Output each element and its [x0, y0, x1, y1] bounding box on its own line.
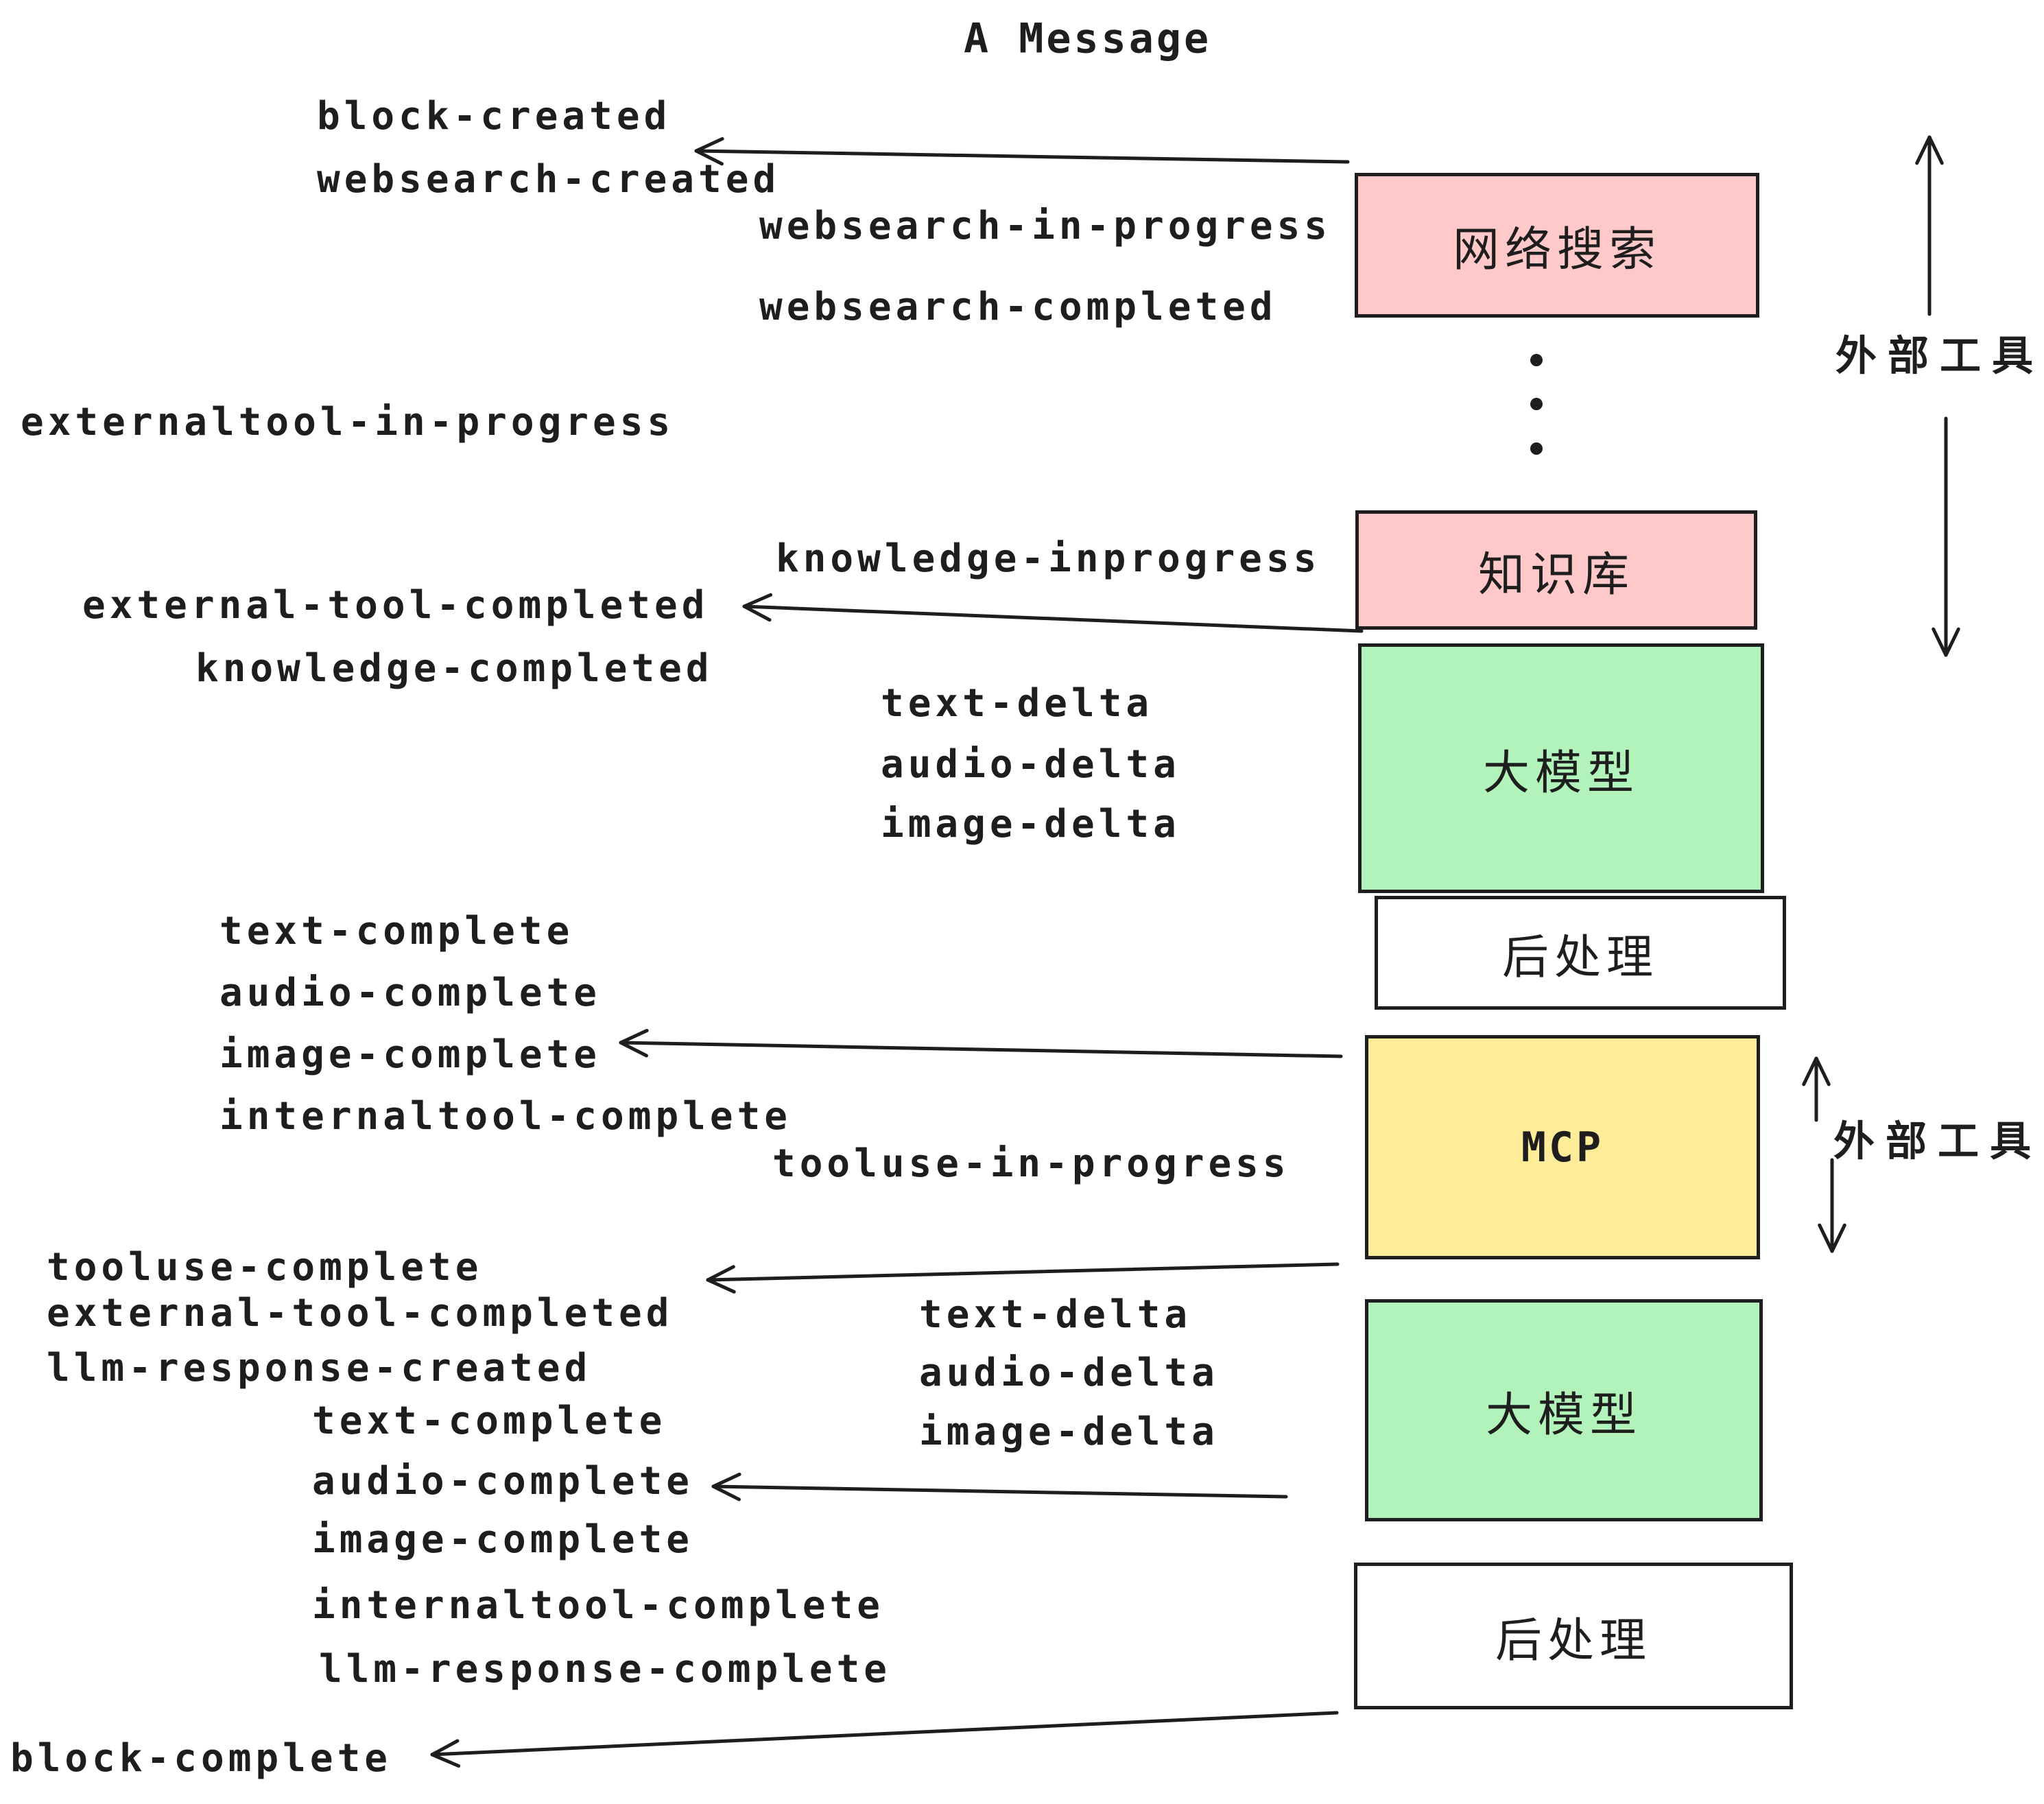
box-websearch: 网络搜索	[1355, 173, 1759, 318]
event-block-complete: block-complete	[10, 1735, 392, 1781]
event-tooluse-in-progress: tooluse-in-progress	[772, 1141, 1290, 1186]
arrow-external-tools-2-down	[1818, 1158, 1846, 1253]
ellipsis-dot-3	[1530, 442, 1543, 455]
ellipsis-dot-1	[1530, 354, 1543, 366]
arrow-to-block-complete	[430, 1711, 1339, 1768]
box-postprocess-2-label: 后处理	[1495, 1613, 1652, 1668]
event-internaltool-complete-1: internaltool-complete	[219, 1093, 792, 1139]
box-llm-2-label: 大模型	[1485, 1388, 1642, 1443]
box-postprocess-1-label: 后处理	[1501, 930, 1659, 985]
box-postprocess-1: 后处理	[1375, 896, 1786, 1010]
event-text-complete-2: text-complete	[312, 1398, 667, 1443]
ellipsis-dot-2	[1530, 398, 1543, 410]
event-internaltool-complete-2: internaltool-complete	[312, 1582, 885, 1628]
event-websearch-completed: websearch-completed	[759, 284, 1277, 329]
event-text-delta-1: text-delta	[881, 680, 1154, 726]
arrow-external-tools-1-up	[1915, 135, 1944, 316]
event-websearch-created: websearch-created	[317, 156, 781, 202]
event-audio-complete-2: audio-complete	[312, 1458, 694, 1504]
box-mcp-label: MCP	[1521, 1123, 1604, 1172]
event-image-delta-1: image-delta	[881, 801, 1180, 846]
event-llm-response-created: llm-response-created	[47, 1345, 592, 1390]
event-knowledge-completed: knowledge-completed	[195, 645, 713, 691]
event-knowledge-inprogress: knowledge-inprogress	[776, 536, 1321, 581]
event-text-complete-1: text-complete	[219, 908, 574, 953]
box-mcp: MCP	[1365, 1035, 1760, 1259]
arrow-external-tools-1-down	[1932, 416, 1960, 657]
arrow-external-tools-2-up	[1802, 1056, 1831, 1122]
box-knowledge: 知识库	[1355, 510, 1757, 630]
box-postprocess-2: 后处理	[1354, 1563, 1793, 1709]
event-text-delta-2: text-delta	[919, 1292, 1192, 1337]
box-llm-1: 大模型	[1358, 643, 1764, 893]
box-llm-1-label: 大模型	[1482, 746, 1639, 800]
event-image-delta-2: image-delta	[919, 1409, 1219, 1454]
diagram-title: A Message	[964, 14, 1212, 63]
event-block-created: block-created	[317, 93, 672, 139]
event-websearch-in-progress: websearch-in-progress	[759, 203, 1332, 248]
arrow-to-knowledge-completed	[742, 593, 1364, 633]
event-audio-delta-1: audio-delta	[881, 741, 1180, 787]
event-external-tool-completed-2: external-tool-completed	[47, 1290, 674, 1336]
event-image-complete-1: image-complete	[219, 1032, 602, 1077]
box-knowledge-label: 知识库	[1477, 547, 1635, 602]
arrow-to-tooluse-complete	[706, 1262, 1340, 1294]
arrow-to-image-complete	[619, 1028, 1343, 1058]
event-audio-complete-1: audio-complete	[219, 970, 602, 1015]
side-label-external-tools-1: 外部工具	[1835, 332, 2044, 381]
arrow-to-audio-complete	[711, 1472, 1288, 1502]
box-llm-2: 大模型	[1365, 1299, 1763, 1521]
event-externaltool-in-progress: externaltool-in-progress	[21, 399, 675, 444]
event-audio-delta-2: audio-delta	[919, 1350, 1219, 1395]
event-llm-response-complete: llm-response-complete	[319, 1646, 892, 1692]
arrow-to-block-created	[694, 137, 1350, 166]
side-label-external-tools-2: 外部工具	[1833, 1117, 2042, 1166]
event-external-tool-completed-1: external-tool-completed	[82, 582, 709, 628]
box-websearch-label: 网络搜索	[1452, 223, 1661, 277]
event-image-complete-2: image-complete	[312, 1517, 694, 1562]
event-tooluse-complete: tooluse-complete	[47, 1244, 483, 1290]
